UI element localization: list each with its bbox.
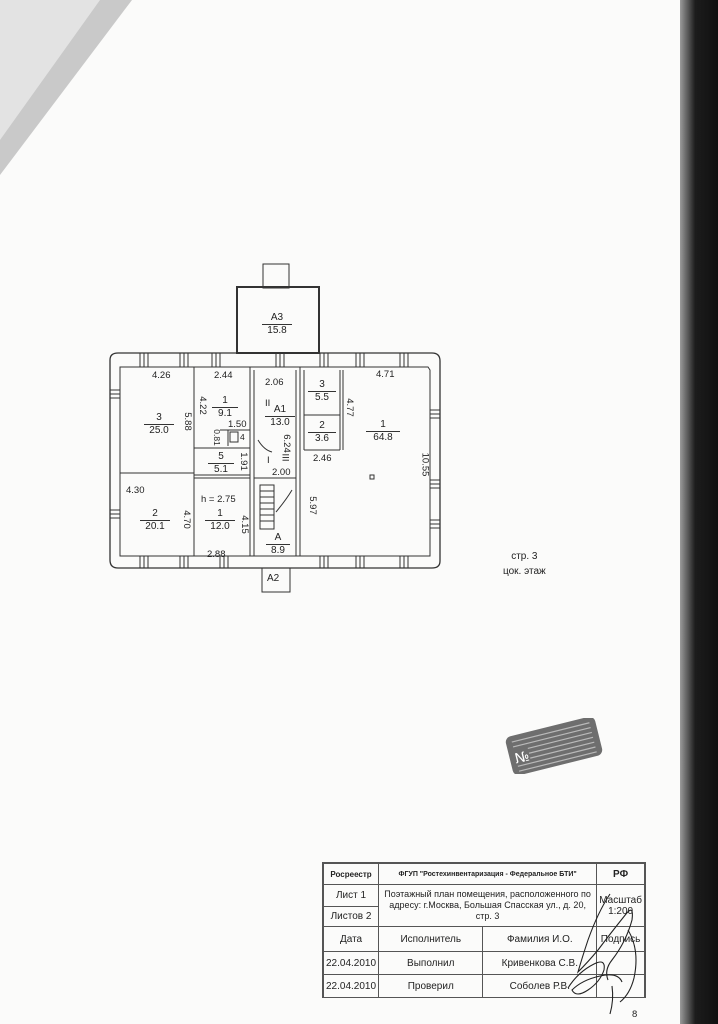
date-header: Дата [322, 926, 380, 952]
title-block: Росреестр ФГУП "Ростехинвентаризация - Ф… [322, 862, 646, 998]
dimension-label: 4.30 [126, 485, 145, 496]
country-cell: РФ [596, 863, 645, 885]
executor-header: Исполнитель [378, 926, 484, 952]
dimension-label: 1.50 [228, 419, 247, 430]
registry-cell: Росреестр [322, 863, 380, 885]
description-cell: Поэтажный план помещения, расположенного… [378, 884, 598, 927]
stamp-number-sign: № [513, 749, 531, 768]
dimension-label: h = 2.75 [201, 494, 236, 505]
dimension-label: 10.55 [419, 452, 431, 477]
row1-date: 22.04.2010 [322, 951, 380, 975]
dimension-label: 4 [240, 432, 245, 442]
row1-signature [596, 951, 645, 975]
dimension-label: 4.15 [238, 515, 250, 534]
row2-role: Проверил [378, 974, 484, 998]
scan-edge [680, 0, 718, 1024]
dimension-label: 5.88 [181, 412, 193, 431]
scale-label: Масштаб [599, 894, 642, 906]
floor-label: цок. этаж [503, 566, 546, 577]
plan-caption: стр. 3 цок. этаж [503, 549, 546, 579]
dimension-label: 0.81 [211, 429, 222, 446]
roman-numeral: III [279, 453, 291, 462]
row1-role: Выполнил [378, 951, 484, 975]
roman-numeral: I [267, 455, 270, 466]
dimension-label: 4.26 [152, 370, 171, 381]
row2-name: Соболев Р.В. [482, 974, 598, 998]
row2-signature [596, 974, 645, 998]
row1-name: Кривенкова С.В. [482, 951, 598, 975]
dimension-label: 4.22 [196, 396, 208, 415]
page-number: 8 [632, 1009, 638, 1020]
dimension-label: 4.70 [180, 510, 192, 529]
organization-cell: ФГУП "Ростехинвентаризация - Федеральное… [378, 863, 598, 885]
name-header: Фамилия И.О. [482, 926, 598, 952]
row2-date: 22.04.2010 [322, 974, 380, 998]
sheets-total-cell: Листов 2 [322, 906, 380, 927]
scale-value: 1:200 [608, 905, 634, 917]
room-label-a2: A2 [267, 573, 280, 584]
dimension-label: 6.24 [280, 434, 292, 453]
sheet-cell: Лист 1 [322, 884, 380, 907]
roman-numeral: II [265, 398, 271, 409]
dimension-label: 5.97 [306, 496, 318, 515]
dimension-label: 2.00 [272, 467, 291, 478]
signature-header: Подпись [596, 926, 645, 952]
dimension-label: 2.46 [313, 453, 332, 464]
building-label: стр. 3 [511, 551, 538, 562]
hologram-stamp: № [505, 718, 603, 774]
dimension-label: 1.91 [237, 452, 249, 471]
dimension-label: 4.71 [376, 369, 395, 380]
dimension-label: 2.06 [265, 377, 284, 388]
dimension-label: 2.44 [214, 370, 233, 381]
dimension-label: 2.88 [207, 549, 226, 560]
dimension-label: 4.77 [343, 398, 355, 417]
